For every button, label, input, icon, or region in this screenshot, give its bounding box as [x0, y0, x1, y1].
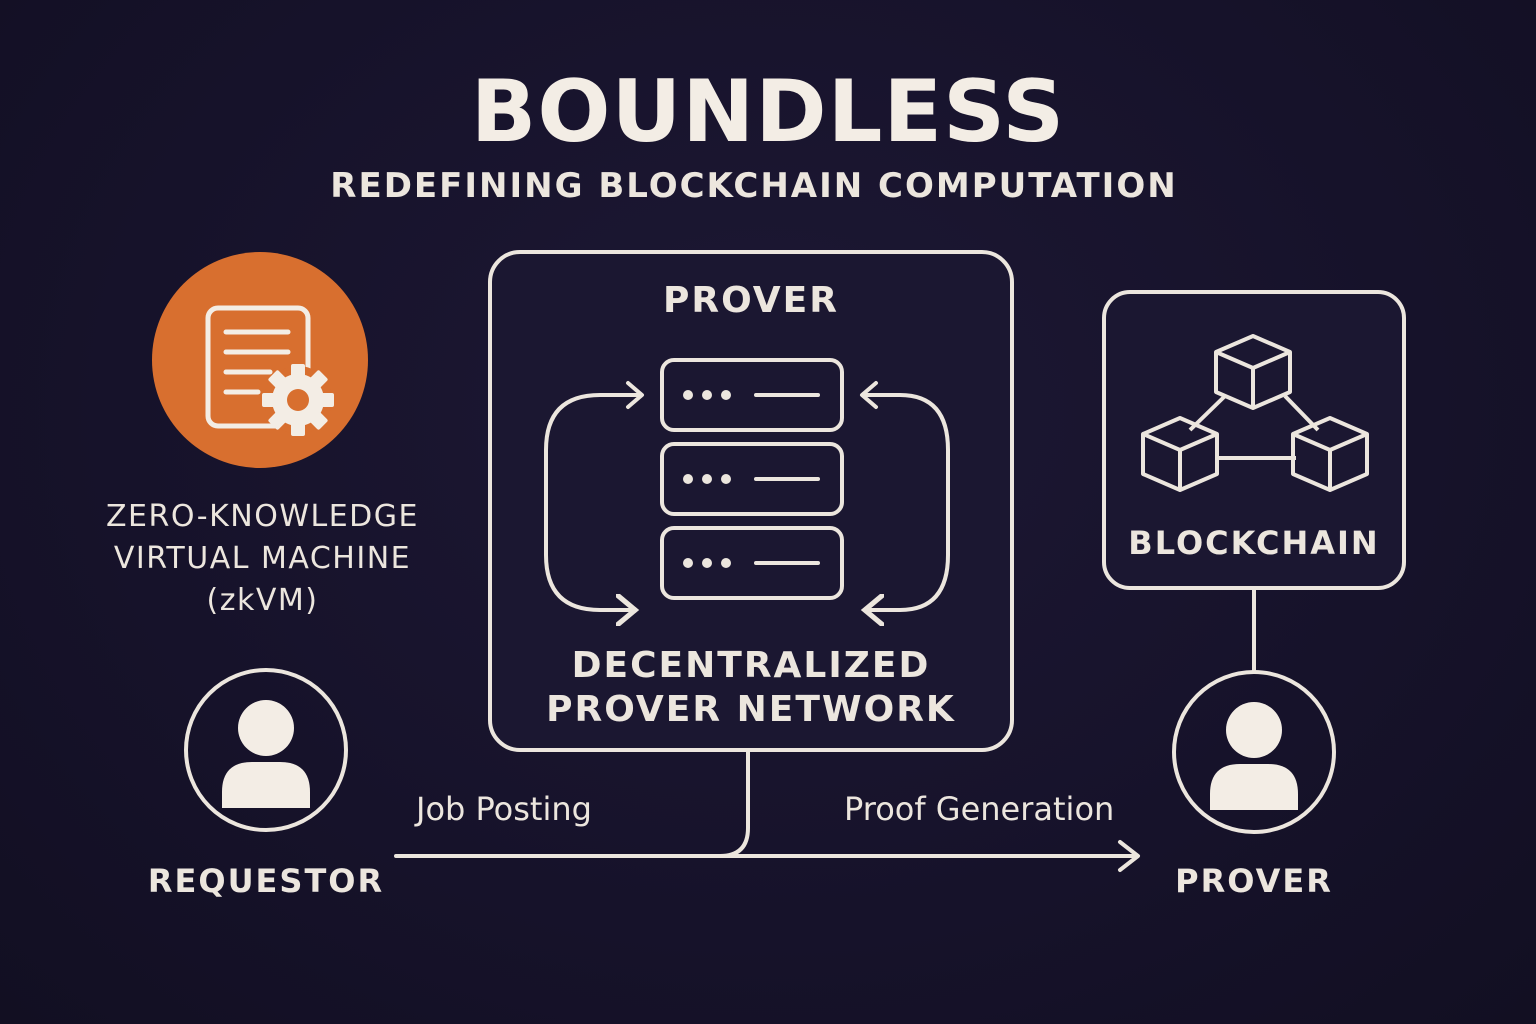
- prover-node: [1172, 670, 1336, 834]
- user-icon: [1210, 702, 1298, 810]
- prover-box-caption-line1: DECENTRALIZED: [571, 645, 931, 686]
- gear-icon: [262, 364, 334, 436]
- job-posting-label: Job Posting: [416, 790, 592, 828]
- prover-box-heading: PROVER: [663, 280, 839, 321]
- zkvm-label-line3: (zkVM): [206, 583, 319, 618]
- zkvm-circle: [152, 252, 368, 468]
- zkvm-label-line1: ZERO-KNOWLEDGE: [106, 499, 419, 534]
- job-flow-line: [394, 750, 1140, 872]
- zkvm-label-line2: VIRTUAL MACHINE: [113, 541, 412, 576]
- proof-generation-label: Proof Generation: [844, 790, 1115, 828]
- requestor-node: [184, 668, 348, 832]
- document-gear-icon: [205, 305, 311, 429]
- server-dots: [683, 390, 731, 568]
- requestor-label: REQUESTOR: [147, 862, 385, 900]
- zkvm-label: ZERO-KNOWLEDGE VIRTUAL MACHINE (zkVM): [90, 496, 435, 622]
- cubes-network-icon: [1141, 334, 1369, 492]
- prover-node-label: PROVER: [1175, 862, 1333, 900]
- diagram-title: BOUNDLESS: [470, 62, 1066, 162]
- zkvm-node: [152, 252, 368, 468]
- diagram-subtitle: REDEFINING BLOCKCHAIN COMPUTATION: [330, 166, 1178, 206]
- cycle-arrowheads: [626, 381, 878, 409]
- prover-box-caption-line2: PROVER NETWORK: [546, 689, 956, 730]
- cycle-arrows: [544, 393, 950, 610]
- user-icon: [222, 700, 310, 808]
- server-stack-icon: [660, 358, 844, 600]
- blockchain-label: BLOCKCHAIN: [1128, 524, 1380, 562]
